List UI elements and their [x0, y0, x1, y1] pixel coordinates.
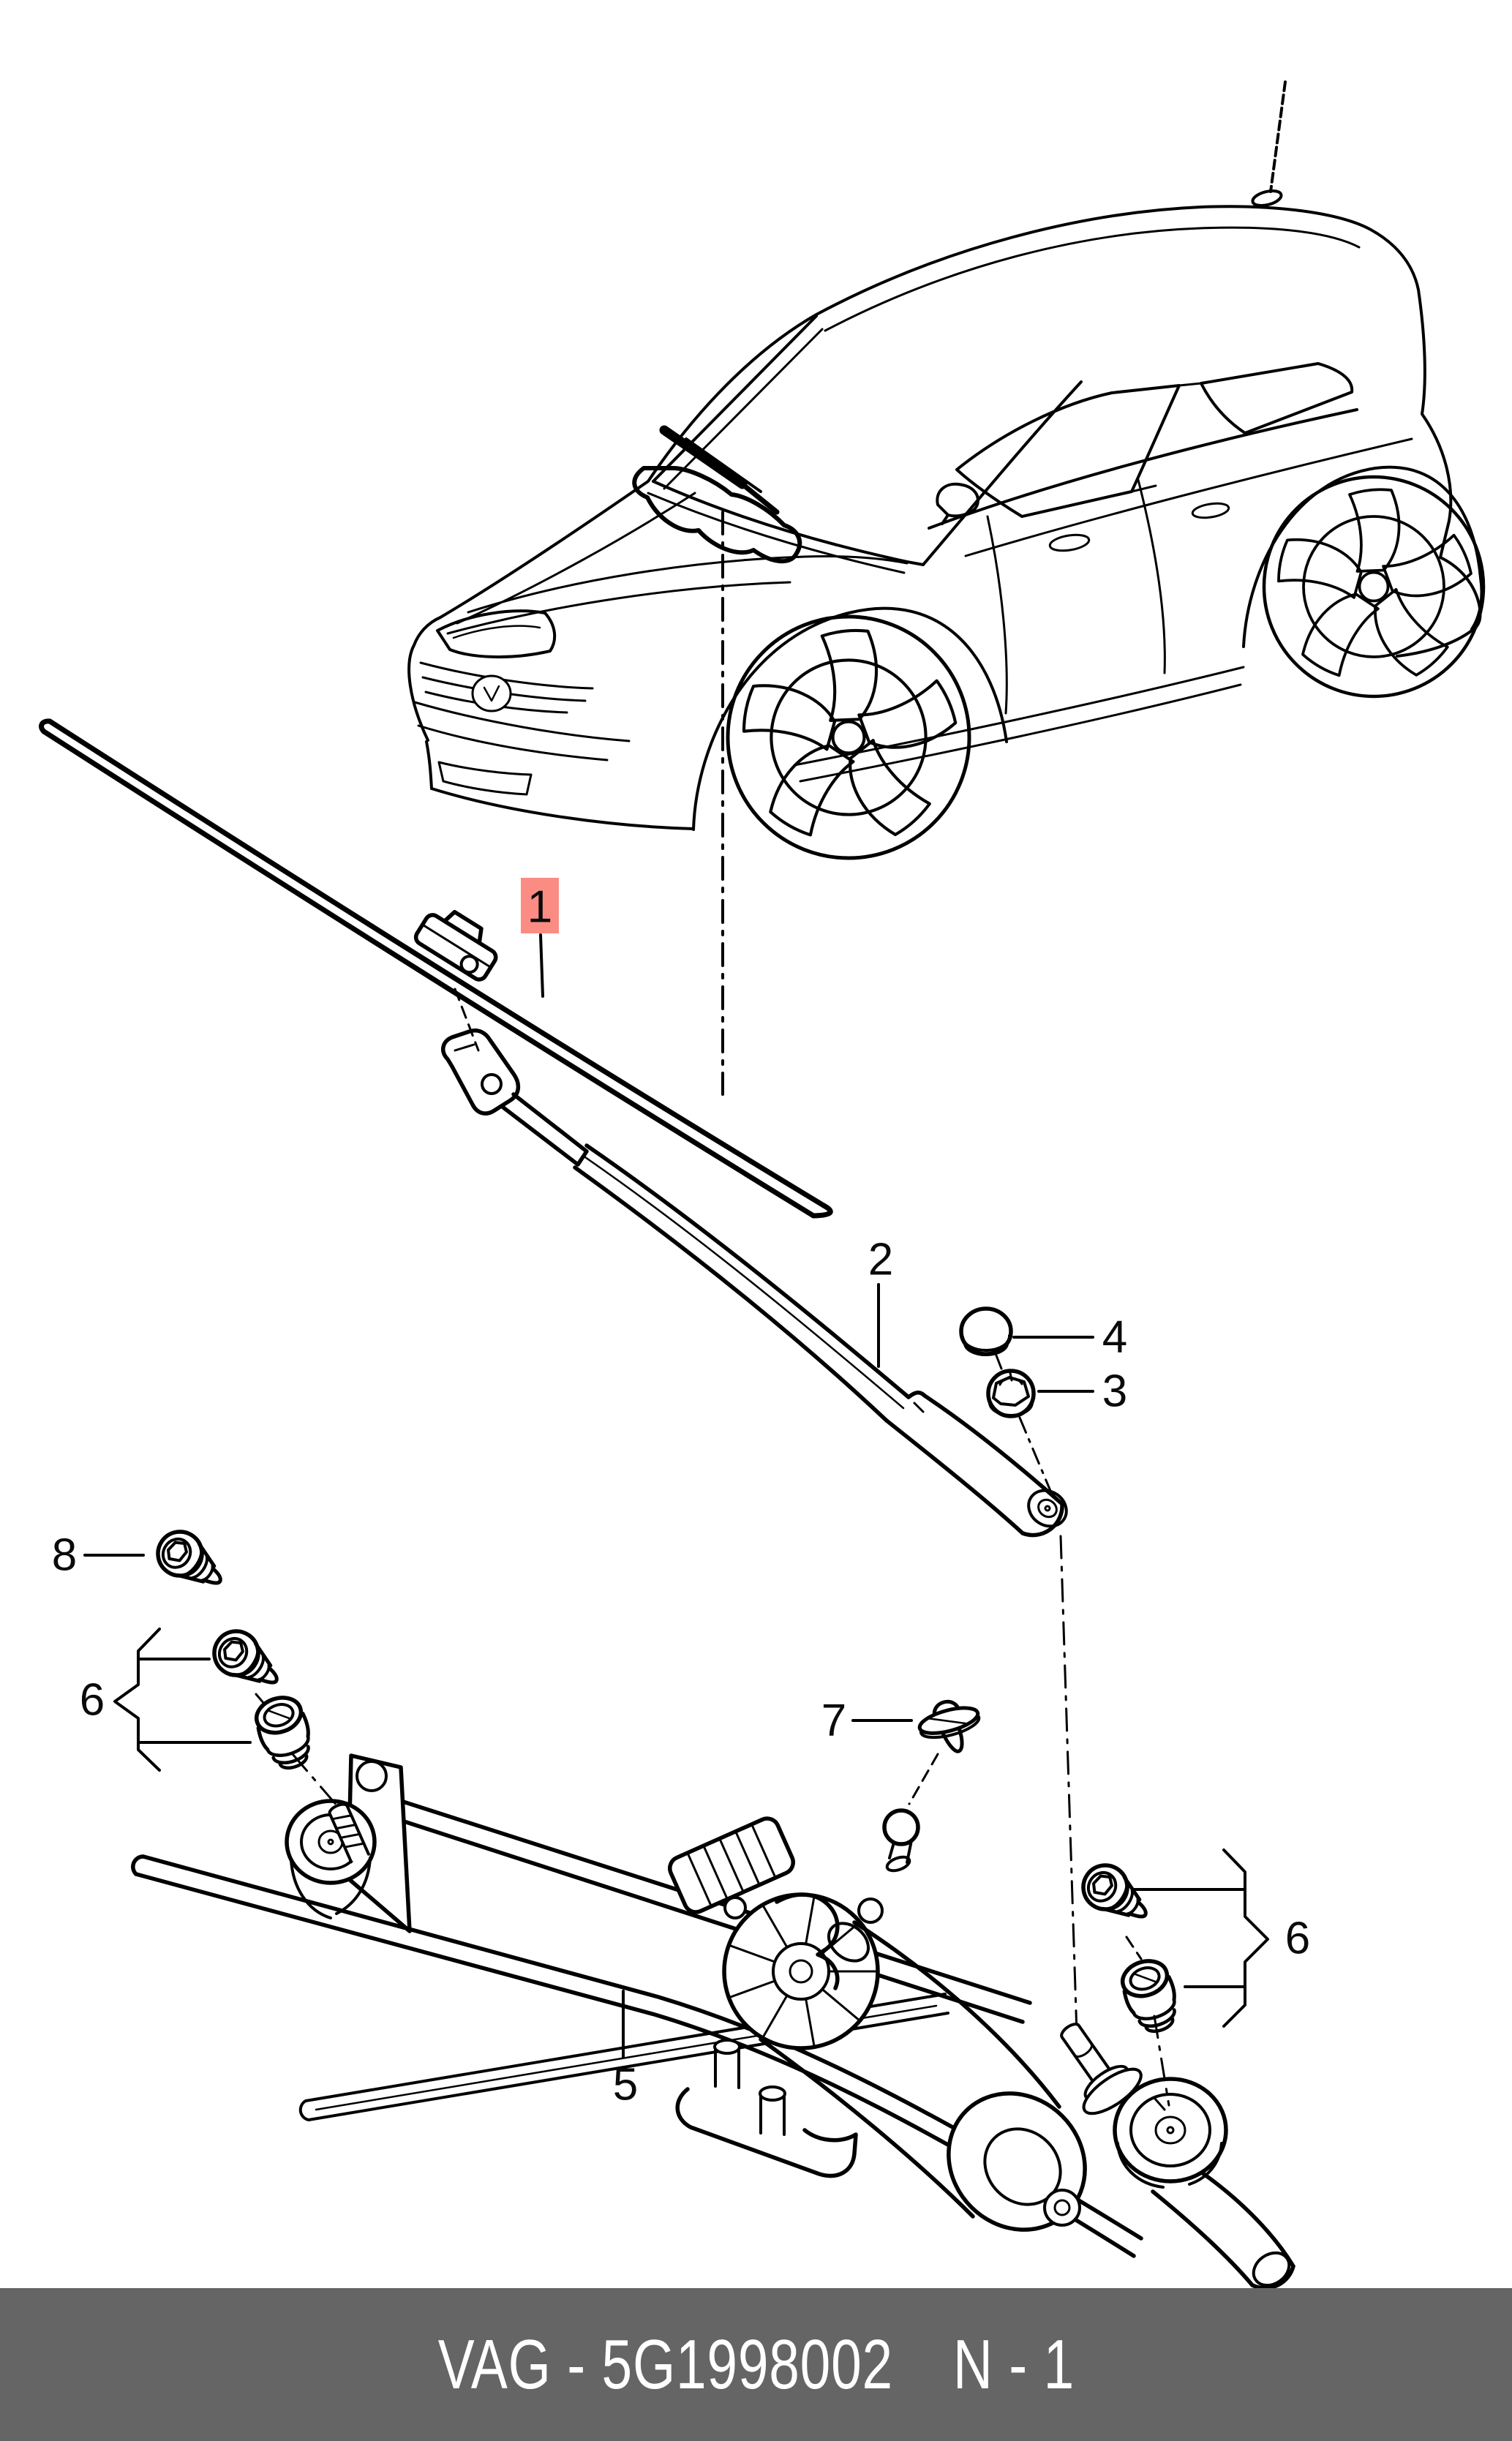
vw-badge: [471, 674, 512, 712]
spindle-nut-part: [988, 1371, 1034, 1416]
adapter-to-arm-dash: [454, 988, 480, 1052]
callout-3-label[interactable]: 3: [1102, 1366, 1127, 1417]
mount-posts: [675, 2039, 858, 2178]
clip-dash: [908, 1753, 939, 1805]
screw-8-part: [149, 1523, 232, 1599]
clip-7-part: [915, 1694, 986, 1759]
door-handle-rear: [1191, 502, 1230, 519]
callout-8-label[interactable]: 8: [52, 1530, 77, 1581]
left-spindle: [328, 1802, 370, 1864]
door-handle-front: [1048, 533, 1091, 552]
brace-6-right: [1222, 1848, 1269, 2028]
grille: [419, 661, 594, 714]
windshield: [647, 315, 1083, 574]
screw-6-left-part: [206, 1622, 288, 1699]
callout-3[interactable]: 3: [1037, 1366, 1127, 1417]
car-illustration: [407, 80, 1483, 1096]
nut-to-arm-dash: [1018, 1416, 1052, 1492]
callout-6-right[interactable]: 6: [1131, 1848, 1310, 2028]
callout-6-left-label[interactable]: 6: [80, 1675, 105, 1726]
side-windows: [955, 362, 1354, 518]
callouts: 1 2 4 3 5 6 6: [52, 878, 1310, 2110]
footer-part-number: VAG - 5G1998002: [437, 2325, 893, 2404]
cap-nut-link: [995, 1354, 1003, 1370]
mount-hook: [775, 1892, 840, 1990]
front-bumper-lines: [413, 701, 631, 796]
callout-2-label[interactable]: 2: [868, 1235, 893, 1285]
motor-connector: [668, 1816, 795, 1914]
callout-8[interactable]: 8: [52, 1530, 145, 1581]
antenna: [1251, 80, 1287, 207]
door-seams: [793, 478, 1245, 783]
callout-5-label[interactable]: 5: [613, 2060, 638, 2110]
callout-5[interactable]: 5: [613, 1990, 638, 2110]
brace-6-left: [113, 1628, 161, 1772]
ball-stud: [882, 1808, 920, 1873]
right-crank: [1151, 2169, 1295, 2290]
front-bumper-bottom: [430, 787, 695, 830]
callout-4[interactable]: 4: [1012, 1312, 1127, 1363]
footer-bar: VAG - 5G1998002 N - 1: [0, 2288, 1512, 2441]
leader-1: [539, 933, 544, 998]
spindle-cap-part: [961, 1309, 1011, 1355]
front-wheel-arch: [692, 606, 1008, 831]
screw-6-right-part: [1075, 1857, 1157, 1933]
grommet-washer-dash-right: [1153, 2015, 1170, 2107]
rear-wheel-arch: [1242, 465, 1482, 648]
callout-1[interactable]: 1: [521, 878, 559, 998]
right-washer: [1113, 2077, 1228, 2189]
grommet-6-left-part: [251, 1692, 319, 1775]
callout-7[interactable]: 7: [821, 1696, 913, 1746]
callout-1-highlight: [521, 878, 559, 933]
grommet-6-right-part: [1117, 1955, 1185, 2038]
headlight: [436, 609, 557, 658]
leader-6-right: [1131, 1888, 1246, 1988]
leader-6-left: [137, 1658, 252, 1744]
callout-6-right-label[interactable]: 6: [1285, 1914, 1310, 1964]
blade-adapter: [413, 909, 498, 982]
callout-2[interactable]: 2: [868, 1235, 893, 1368]
car-body-outline: [407, 205, 1482, 742]
hood-lines: [446, 492, 909, 635]
screw-grommet-dash-right: [1125, 1936, 1143, 1960]
footer-page-ref: N - 1: [952, 2325, 1075, 2404]
gear-housing: [722, 1892, 884, 2050]
arm-to-spindle-dash: [1059, 1535, 1078, 2035]
callout-7-label[interactable]: 7: [821, 1696, 846, 1746]
beltline: [928, 408, 1358, 530]
callout-4-label[interactable]: 4: [1102, 1312, 1127, 1363]
wiper-arm-part: [441, 1028, 1068, 1538]
motor-body: [759, 1920, 1087, 2232]
callout-1-label[interactable]: 1: [527, 882, 552, 933]
wiper-motor-linkage-part: [131, 1753, 1295, 2290]
arm-hook: [441, 1028, 521, 1116]
wiper-blade-part: [39, 718, 833, 1219]
grommet-boss-dash-left: [291, 1753, 339, 1808]
right-spindle: [1060, 2023, 1143, 2115]
callout-6-left[interactable]: 6: [80, 1628, 252, 1772]
wiper-on-car: [632, 425, 802, 564]
side-mirror: [936, 482, 979, 525]
rear-wheel: [1264, 477, 1483, 696]
